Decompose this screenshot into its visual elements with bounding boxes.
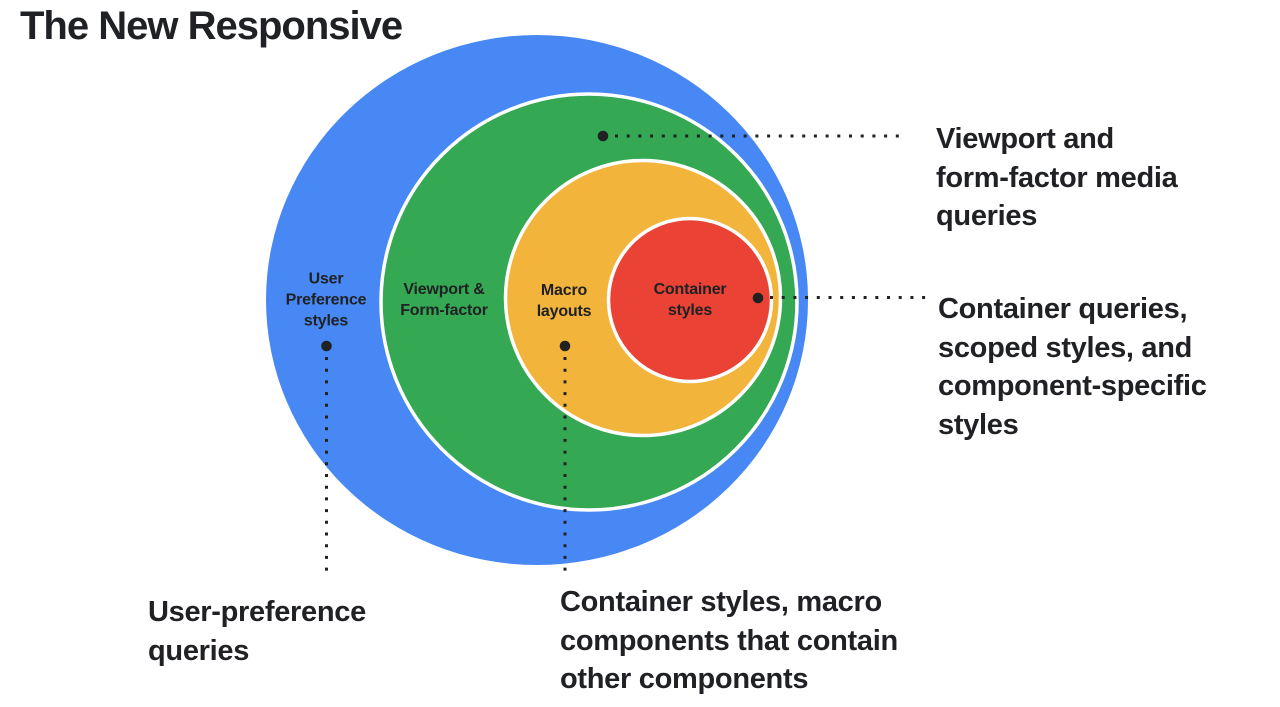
ring-label-container-styles: Container styles: [653, 281, 727, 319]
ring-label-macro-layouts: Macro layouts: [536, 282, 592, 320]
ring-label-viewport-form-factor: Viewport & Form-factor: [400, 281, 488, 319]
annotation-viewport-media-queries: Viewport and form-factor media queries: [936, 123, 1178, 232]
page-title: The New Responsive: [20, 4, 403, 48]
annotation-container-styles-macro: Container styles, macro components that …: [560, 586, 898, 695]
ring-container-styles: [606, 216, 774, 384]
macro-layouts-connector-dot: [559, 340, 571, 352]
container-connector-dot: [752, 292, 764, 304]
annotation-container-queries: Container queries, scoped styles, and co…: [938, 293, 1207, 441]
annotation-user-preference-queries: User-preference queries: [148, 596, 366, 667]
viewport-connector-dot: [597, 130, 609, 142]
ring-label-user-preference-styles: User Preference styles: [285, 270, 367, 330]
user-preference-connector-dot: [321, 340, 332, 352]
